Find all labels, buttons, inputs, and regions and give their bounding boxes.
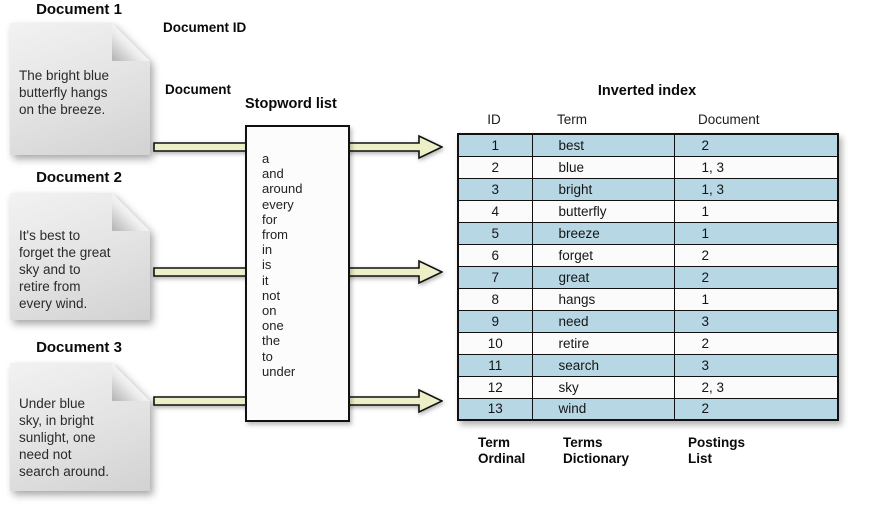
cell-term: great [531,265,675,289]
stopword: and [262,166,284,182]
cell-document: 2, 3 [673,375,839,399]
cell-term: breeze [531,221,675,245]
table-row: 1 best 2 [457,133,839,157]
document-2-page-icon: It's best to forget the great sky and to… [10,193,150,320]
cell-document: 3 [673,309,839,333]
stopword: from [262,227,288,243]
table-row: 6 forget 2 [457,243,839,267]
label-document-id: Document ID [163,20,247,35]
page-fold-corner-icon [112,193,150,231]
cell-id: 9 [457,309,533,333]
cell-document: 2 [673,331,839,355]
cell-id: 6 [457,243,533,267]
cell-id: 4 [457,199,533,223]
document-2-text: It's best to forget the great sky and to… [19,228,111,311]
stopword: a [262,151,270,166]
footnote-terms-dictionary: Terms Dictionary [563,435,630,466]
page-fold-corner-icon [112,23,150,61]
stopword: it [262,272,269,288]
table-row: 12 sky 2, 3 [457,375,839,399]
cell-document: 2 [673,133,839,157]
document-3-text: Under blue sky, in bright sunlight, one … [19,396,110,479]
document-1-page-icon: The bright blue butterfly hangs on the b… [10,23,150,155]
cell-id: 11 [457,353,533,377]
stopword: on [262,303,277,319]
cell-document: 1, 3 [673,155,839,179]
cell-document: 1 [673,221,839,245]
cell-id: 10 [457,331,533,355]
table-row: 2 blue 1, 3 [457,155,839,179]
cell-id: 1 [457,133,533,157]
document-3-title: Document 3 [36,339,122,356]
footnote-term-ordinal: Term Ordinal [478,435,526,466]
cell-document: 2 [673,397,839,421]
stopword: under [262,363,296,379]
table-row: 3 bright 1, 3 [457,177,839,201]
cell-id: 7 [457,265,533,289]
cell-document: 1 [673,287,839,311]
stopword: not [262,287,281,303]
page-fold-corner-icon [112,363,150,401]
cell-document: 1, 3 [673,177,839,201]
cell-term: bright [531,177,675,201]
stopword: to [262,348,273,364]
stopword: around [262,181,303,197]
stopword: one [262,318,284,334]
cell-term: butterfly [531,199,675,223]
cell-id: 12 [457,375,533,399]
document-1-title: Document 1 [36,1,122,18]
table-row: 10 retire 2 [457,331,839,355]
cell-document: 2 [673,265,839,289]
document-1-text: The bright blue butterfly hangs on the b… [19,68,110,117]
cell-document: 2 [673,243,839,267]
column-header-document: Document [698,112,760,127]
table-row: 13 wind 2 [457,397,839,421]
stopword: in [262,242,273,258]
stopword: every [262,196,294,212]
cell-id: 5 [457,221,533,245]
column-header-id: ID [487,112,501,127]
cell-term: best [531,133,675,157]
cell-term: forget [531,243,675,267]
stopword-list-title: Stopword list [245,96,337,112]
cell-term: search [531,353,675,377]
document-2-title: Document 2 [36,169,122,186]
cell-term: wind [531,397,675,421]
cell-term: sky [531,375,675,399]
cell-term: hangs [531,287,675,311]
document-3-page-icon: Under blue sky, in bright sunlight, one … [10,363,150,491]
label-document: Document [165,82,232,97]
stopword: is [262,257,272,273]
cell-id: 3 [457,177,533,201]
table-row: 9 need 3 [457,309,839,333]
cell-id: 2 [457,155,533,179]
inverted-index-table: 1 best 2 2 blue 1, 3 3 bright 1, 3 4 but… [457,133,839,421]
inverted-index-title: Inverted index [597,83,697,99]
cell-term: retire [531,331,675,355]
cell-document: 1 [673,199,839,223]
table-row: 5 breeze 1 [457,221,839,245]
cell-term: need [531,309,675,333]
table-row: 4 butterfly 1 [457,199,839,223]
stopword: for [262,211,278,227]
cell-id: 8 [457,287,533,311]
table-row: 7 great 2 [457,265,839,289]
column-header-term: Term [557,112,587,127]
stopword: the [262,333,281,349]
cell-id: 13 [457,397,533,421]
table-row: 8 hangs 1 [457,287,839,311]
stopword-list-box: a and around every for from in is it not… [245,125,350,422]
cell-document: 3 [673,353,839,377]
footnote-postings-list: Postings List [688,435,746,466]
table-row: 11 search 3 [457,353,839,377]
cell-term: blue [531,155,675,179]
